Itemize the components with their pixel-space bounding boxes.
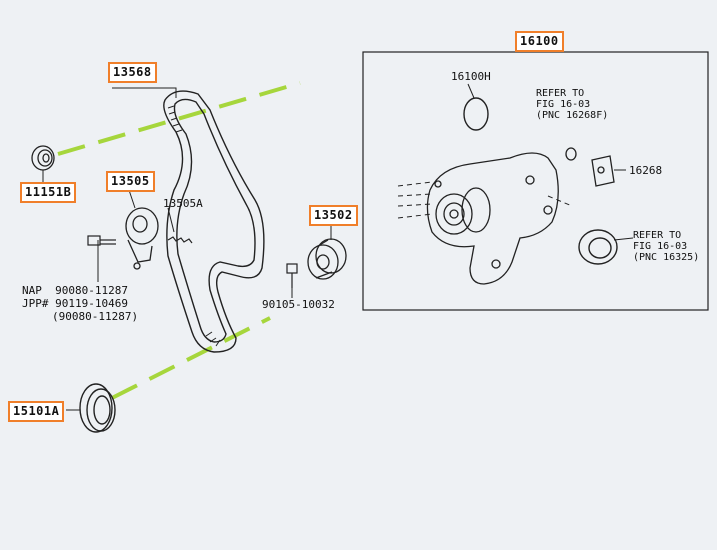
refer-note-1-line1: REFER TO <box>536 88 585 99</box>
crank-oil-seal <box>79 383 116 433</box>
belt-teeth <box>167 105 221 347</box>
o-ring <box>463 97 489 131</box>
label-gasket: 16268 <box>629 164 663 177</box>
pump-leader-dashes <box>397 181 573 219</box>
refer-note-2-line2: FIG 16-03 <box>633 241 688 252</box>
pump-seal <box>578 229 618 265</box>
refer-note-2-line3: (PNC 16325) <box>633 252 700 263</box>
idler-bolt <box>286 263 298 288</box>
callout-cam-oil-seal[interactable]: 11151B <box>20 182 77 203</box>
idler-pulley <box>307 238 347 280</box>
label-nap-line: NAP 90080-11287 <box>22 284 128 297</box>
callout-belt[interactable]: 13568 <box>108 62 157 83</box>
water-pump-frame <box>362 51 709 311</box>
timing-belt <box>163 90 265 353</box>
callout-tensioner[interactable]: 13505 <box>106 171 155 192</box>
leader-lines <box>42 87 634 411</box>
small-ring <box>565 147 577 161</box>
dash-line-lower <box>111 316 271 400</box>
refer-note-2-line1: REFER TO <box>633 230 682 241</box>
callout-crank-seal[interactable]: 15101A <box>8 401 65 422</box>
water-pump-body <box>426 152 559 285</box>
tensioner-bolt <box>87 235 116 246</box>
label-paren-line: (90080-11287) <box>52 310 139 323</box>
refer-note-1-line3: (PNC 16268F) <box>536 110 609 121</box>
label-jpp-line: JPP# 90119-10469 <box>22 297 128 310</box>
label-idler-bolt: 90105-10032 <box>262 298 335 311</box>
alignment-dash-lines <box>57 81 301 400</box>
refer-note-1-line2: FIG 16-03 <box>536 99 591 110</box>
label-spring: 13505A <box>163 197 203 210</box>
tensioner-spring <box>167 236 193 244</box>
callout-water-pump[interactable]: 16100 <box>515 31 564 52</box>
label-o-ring: 16100H <box>451 70 491 83</box>
gasket-plate <box>591 155 615 187</box>
callout-idler[interactable]: 13502 <box>309 205 358 226</box>
tensioner-pulley <box>125 207 159 270</box>
cam-oil-seal <box>31 145 55 171</box>
dash-line-upper <box>57 81 301 156</box>
